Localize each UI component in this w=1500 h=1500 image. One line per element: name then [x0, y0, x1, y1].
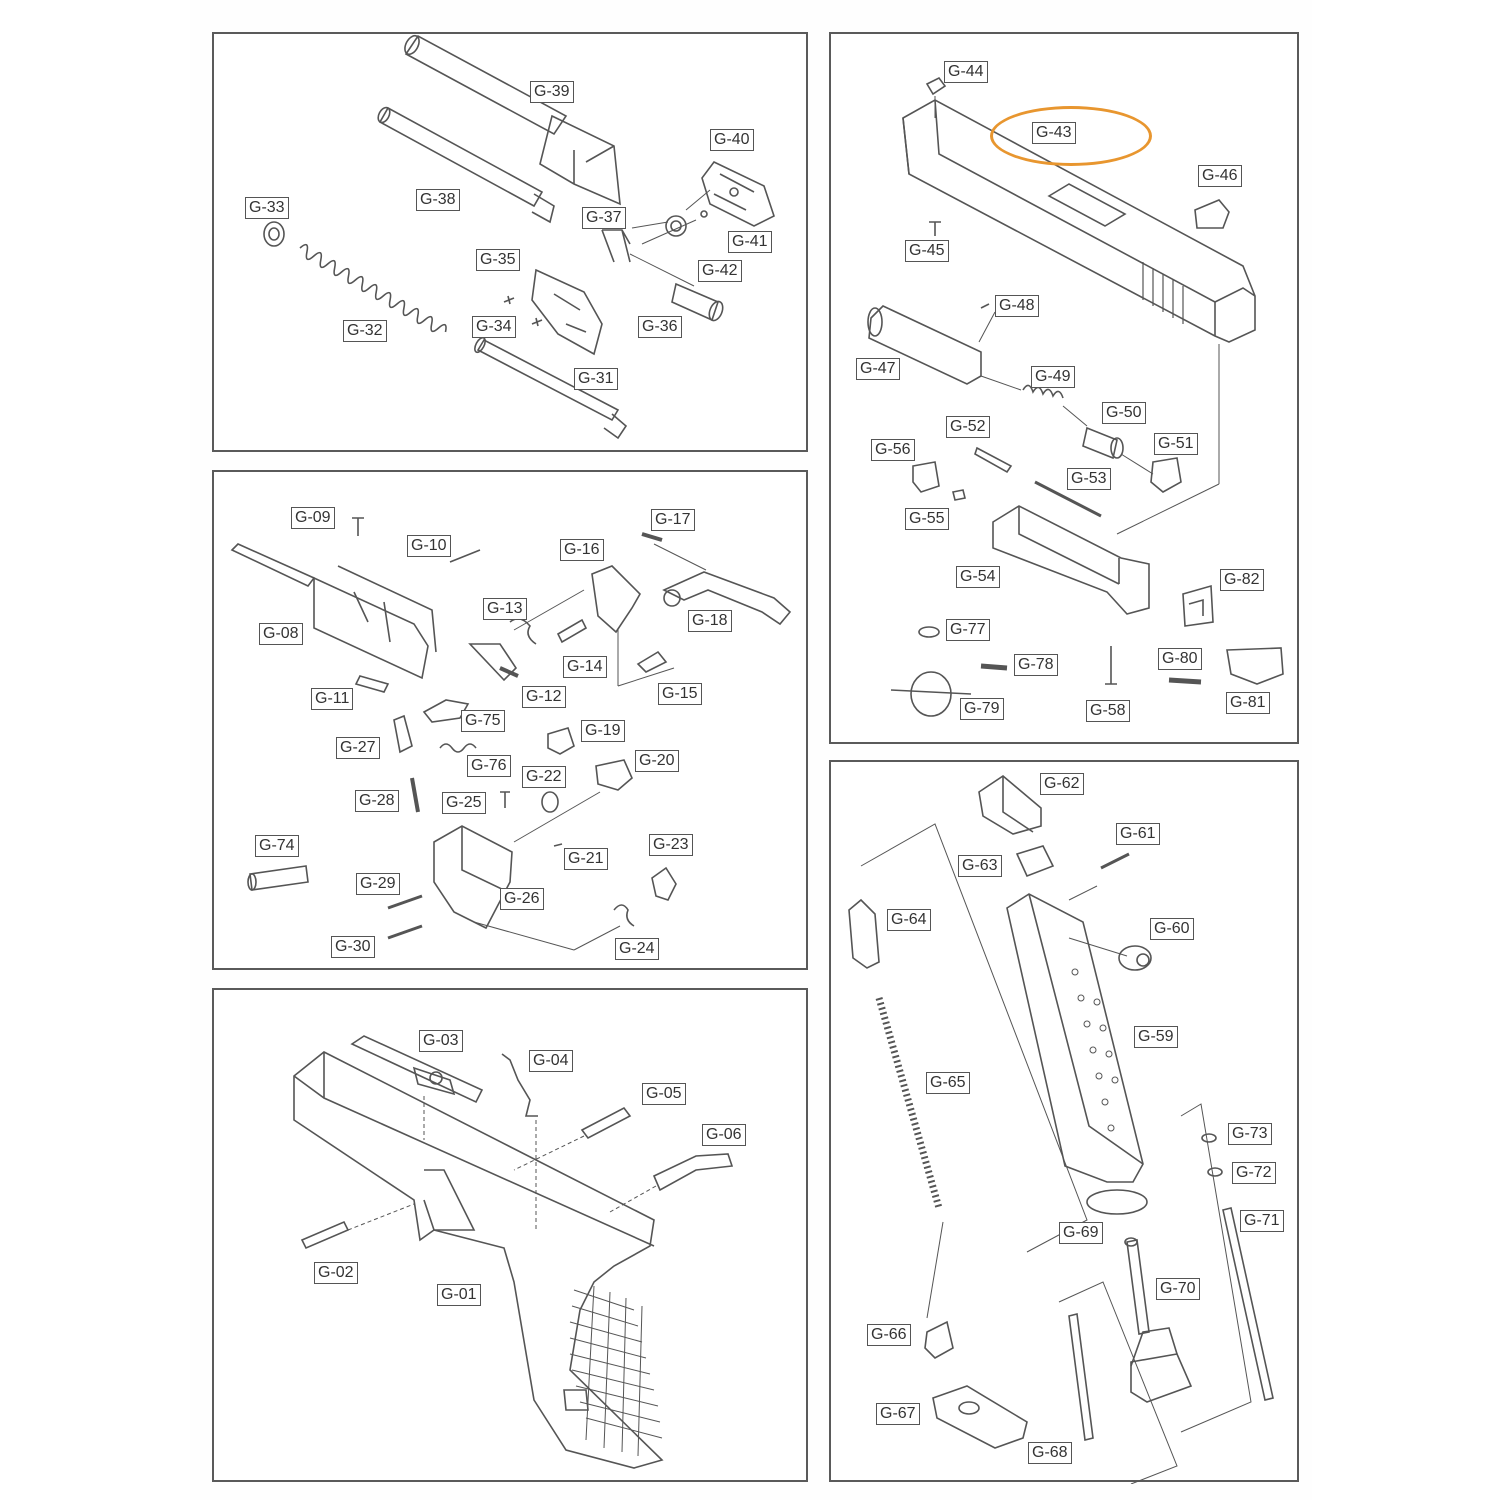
- part-label-g32: G-32: [343, 320, 387, 342]
- part-label-g05: G-05: [642, 1083, 686, 1105]
- part-label-g21: G-21: [564, 848, 608, 870]
- part-label-g60: G-60: [1150, 918, 1194, 940]
- part-label-g78: G-78: [1014, 654, 1058, 676]
- part-label-g67: G-67: [876, 1403, 920, 1425]
- part-label-g09: G-09: [291, 507, 335, 529]
- part-label-g66: G-66: [867, 1324, 911, 1346]
- part-label-g12: G-12: [522, 686, 566, 708]
- part-label-g82: G-82: [1220, 569, 1264, 591]
- part-label-g08: G-08: [259, 623, 303, 645]
- part-label-g11: G-11: [311, 688, 354, 710]
- part-label-g49: G-49: [1031, 366, 1075, 388]
- highlight-ring-g43: [990, 106, 1152, 166]
- part-label-g38: G-38: [416, 189, 460, 211]
- slide-assembly-panel: G-44 G-43 G-46 G-45 G-48 G-47 G-49 G-50 …: [829, 32, 1299, 744]
- part-label-g36: G-36: [638, 316, 682, 338]
- barrel-assembly-panel: G-39 G-40 G-33 G-38 G-37 G-41 G-35 G-42 …: [212, 32, 808, 452]
- part-label-g73: G-73: [1228, 1123, 1272, 1145]
- part-label-g37: G-37: [582, 207, 626, 229]
- part-label-g71: G-71: [1240, 1210, 1284, 1232]
- barrel-assembly-drawing: [263, 34, 775, 440]
- part-label-g69: G-69: [1059, 1222, 1103, 1244]
- part-label-g30: G-30: [331, 936, 375, 958]
- part-label-g72: G-72: [1232, 1162, 1276, 1184]
- part-label-g25: G-25: [442, 792, 486, 814]
- part-label-g40: G-40: [710, 129, 754, 151]
- trigger-assembly-drawing: [230, 517, 792, 951]
- part-label-g53: G-53: [1067, 468, 1111, 490]
- part-label-g18: G-18: [688, 610, 732, 632]
- part-label-g04: G-04: [529, 1050, 573, 1072]
- part-label-g59: G-59: [1134, 1026, 1178, 1048]
- part-label-g77: G-77: [946, 619, 990, 641]
- part-label-g68: G-68: [1028, 1442, 1072, 1464]
- parts-diagram-sheet: G-39 G-40 G-33 G-38 G-37 G-41 G-35 G-42 …: [190, 0, 1312, 1500]
- part-label-g39: G-39: [530, 81, 574, 103]
- part-label-g41: G-41: [728, 231, 772, 253]
- part-label-g10: G-10: [407, 535, 451, 557]
- part-label-g28: G-28: [355, 790, 399, 812]
- part-label-g15: G-15: [658, 683, 702, 705]
- part-label-g75: G-75: [461, 710, 505, 732]
- part-label-g24: G-24: [615, 938, 659, 960]
- part-label-g34: G-34: [472, 316, 516, 338]
- part-label-g27: G-27: [336, 737, 380, 759]
- part-label-g26: G-26: [500, 888, 544, 910]
- part-label-g44: G-44: [944, 61, 988, 83]
- part-label-g46: G-46: [1198, 165, 1242, 187]
- part-label-g14: G-14: [563, 656, 607, 678]
- part-label-g33: G-33: [245, 197, 289, 219]
- part-label-g29: G-29: [356, 873, 400, 895]
- part-label-g20: G-20: [635, 750, 679, 772]
- part-label-g55: G-55: [905, 508, 949, 530]
- part-label-g01: G-01: [437, 1284, 481, 1306]
- part-label-g76: G-76: [467, 755, 511, 777]
- part-label-g06: G-06: [702, 1124, 746, 1146]
- part-label-g80: G-80: [1158, 648, 1202, 670]
- part-label-g61: G-61: [1116, 823, 1160, 845]
- part-label-g13: G-13: [483, 598, 527, 620]
- part-label-g17: G-17: [651, 509, 695, 531]
- part-label-g74: G-74: [255, 835, 299, 857]
- part-label-g48: G-48: [995, 295, 1039, 317]
- part-label-g56: G-56: [871, 439, 915, 461]
- frame-assembly-drawing: [293, 1035, 734, 1469]
- part-label-g58: G-58: [1086, 700, 1130, 722]
- part-label-g22: G-22: [522, 766, 566, 788]
- part-label-g19: G-19: [581, 720, 625, 742]
- part-label-g65: G-65: [926, 1072, 970, 1094]
- part-label-g51: G-51: [1154, 433, 1198, 455]
- part-label-g50: G-50: [1102, 402, 1146, 424]
- magazine-assembly-panel: G-62 G-61 G-63 G-60 G-64 G-59 G-65 G-73 …: [829, 760, 1299, 1484]
- part-label-g42: G-42: [698, 260, 742, 282]
- part-label-g63: G-63: [958, 855, 1002, 877]
- frame-assembly-panel: G-03 G-04 G-05 G-06 G-02 G-01: [212, 988, 808, 1482]
- trigger-assembly-panel: G-09 G-17 G-10 G-16 G-13 G-18 G-08 G-14 …: [212, 470, 808, 970]
- part-label-g03: G-03: [419, 1030, 463, 1052]
- part-label-g64: G-64: [887, 909, 931, 931]
- part-label-g31: G-31: [574, 368, 618, 390]
- part-label-g62: G-62: [1040, 773, 1084, 795]
- part-label-g16: G-16: [560, 539, 604, 561]
- magazine-assembly-drawing: [848, 775, 1274, 1484]
- part-label-g54: G-54: [956, 566, 1000, 588]
- part-label-g45: G-45: [905, 240, 949, 262]
- part-label-g70: G-70: [1156, 1278, 1200, 1300]
- part-label-g52: G-52: [946, 416, 990, 438]
- part-label-g47: G-47: [856, 358, 900, 380]
- part-label-g35: G-35: [476, 249, 520, 271]
- part-label-g81: G-81: [1226, 692, 1270, 714]
- part-label-g02: G-02: [314, 1262, 358, 1284]
- part-label-g43: G-43: [1032, 122, 1076, 144]
- part-label-g23: G-23: [649, 834, 693, 856]
- part-label-g79: G-79: [960, 698, 1004, 720]
